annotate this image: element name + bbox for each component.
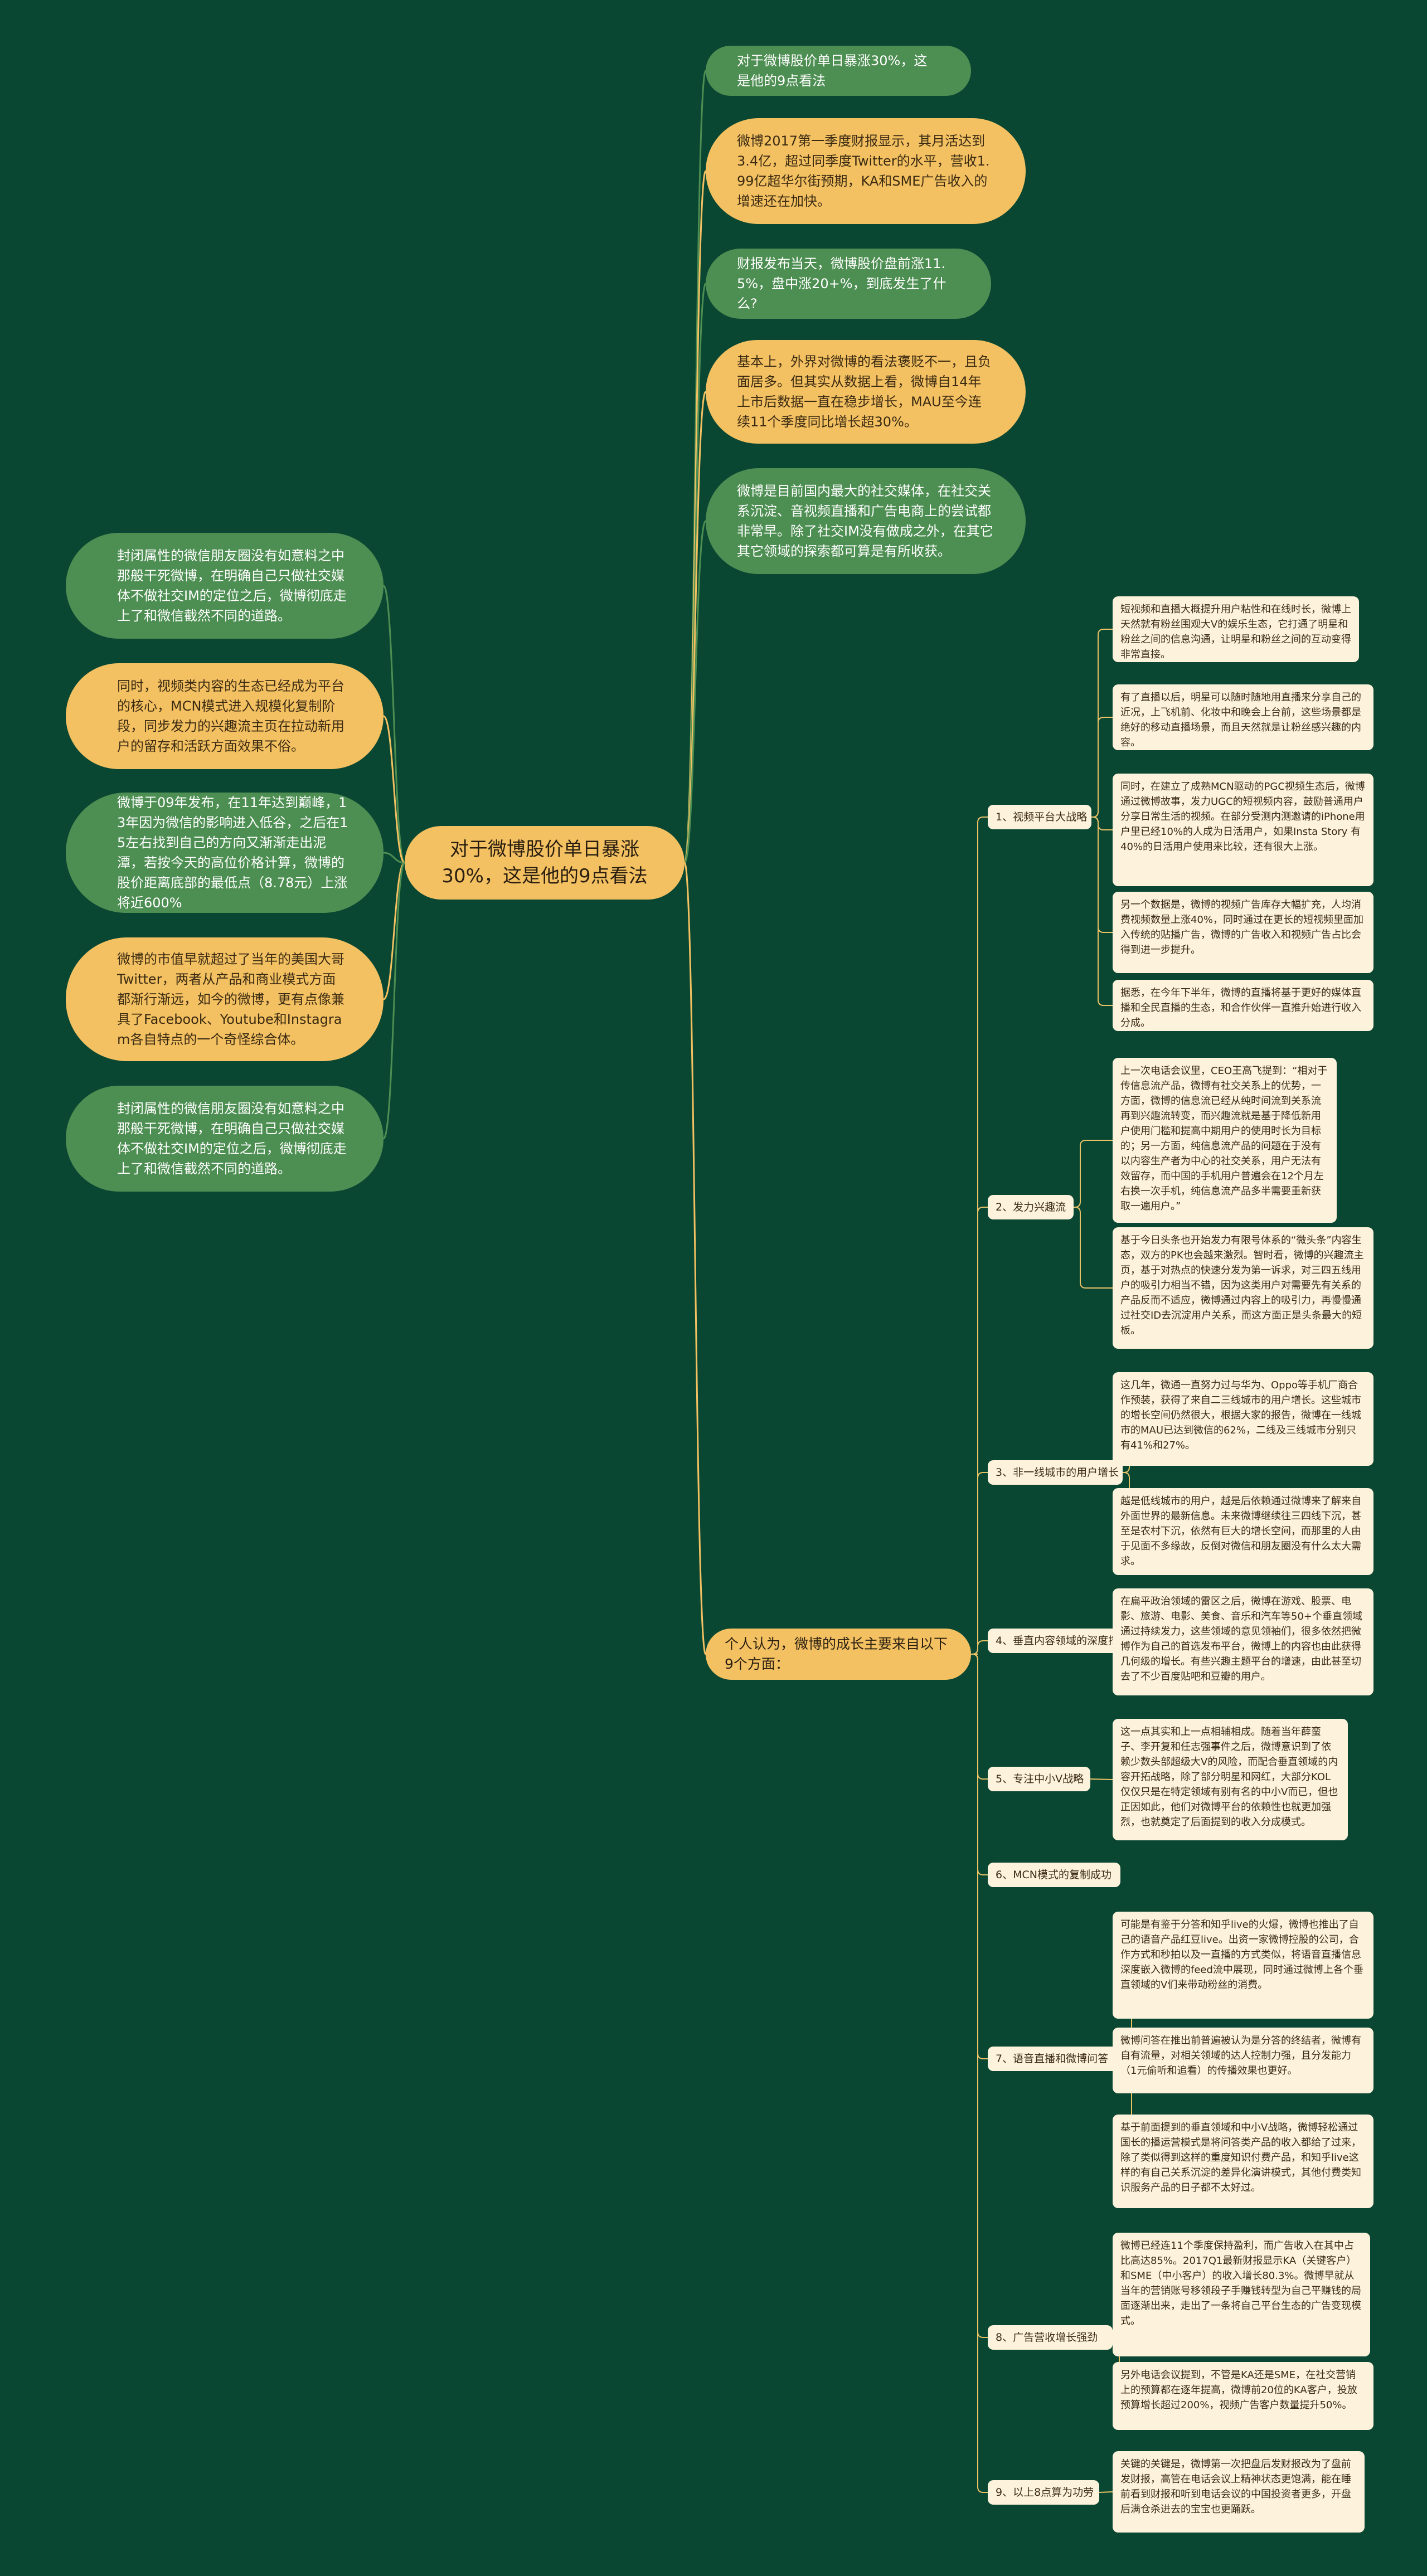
- branch-node-text: 封闭属性的微信朋友圈没有如意料之中那般干死微博，在明确自己只做社交媒体不做社交I…: [117, 548, 347, 624]
- growth-factor-category[interactable]: 2、发力兴趣流: [988, 1195, 1074, 1219]
- category-connector: [971, 1207, 988, 1655]
- growth-factor-detail: 这几年，微通一直努力过与华为、Oppo等手机厂商合作预装，获得了来自二三线城市的…: [1113, 1372, 1373, 1466]
- branch-node[interactable]: 同时，视频类内容的生态已经成为平台的核心，MCN模式进入规模化复制阶段，同步发力…: [66, 663, 384, 769]
- growth-factor-detail: 短视频和直播大概提升用户粘性和在线时长，微博上天然就有粉丝围观大V的娱乐生态，它…: [1113, 596, 1359, 662]
- category-connector: [971, 1654, 988, 2059]
- branch-node-text: 同时，视频类内容的生态已经成为平台的核心，MCN模式进入规模化复制阶段，同步发力…: [117, 678, 344, 754]
- central-topic[interactable]: 对于微博股价单日暴涨30%，这是他的9点看法: [405, 826, 685, 900]
- branch-node-text: 基本上，外界对微博的看法褒贬不一，且负面居多。但其实从数据上看，微博自14年上市…: [737, 354, 991, 430]
- branch-connector: [683, 862, 707, 1655]
- growth-factor-detail: 关键的关键是，微博第一次把盘后发财报改为了盘前发财报，高管在电话会议上精神状态更…: [1113, 2451, 1365, 2533]
- detail-connector: [1091, 816, 1113, 830]
- category-connector: [971, 1654, 988, 1875]
- growth-factor-detail: 越是低线城市的用户，越是后依赖通过微博来了解来自外面世界的最新信息。未来微博继续…: [1113, 1488, 1373, 1575]
- growth-factor-category[interactable]: 7、语音直播和微博问答: [988, 2047, 1125, 2071]
- branch-connector: [683, 283, 707, 864]
- branch-connector: [383, 852, 405, 864]
- branch-node-text: 对于微博股价单日暴涨30%，这是他的9点看法: [737, 53, 928, 89]
- branch-connector: [683, 170, 707, 864]
- growth-factor-detail: 另一个数据是，微博的视频广告库存大幅扩充，人均消费视频数量上涨40%，同时通过在…: [1113, 892, 1373, 973]
- branch-node[interactable]: 财报发布当天，微博股价盘前涨11.5%，盘中涨20+%，到底发生了什么?: [706, 249, 991, 319]
- growth-factor-detail: 上一次电话会议里，CEO王高飞提到：“相对于传信息流产品，微博有社交关系上的优势…: [1113, 1058, 1337, 1223]
- growth-factor-category[interactable]: 4、垂直内容领域的深度挖掘: [988, 1629, 1136, 1653]
- branch-node-text: 封闭属性的微信朋友圈没有如意料之中那般干死微博，在明确自己只做社交媒体不做社交I…: [117, 1101, 347, 1177]
- category-connector: [971, 1640, 988, 1655]
- growth-factor-detail: 有了直播以后，明星可以随时随地用直播来分享自己的近况，上飞机前、化妆中和晚会上台…: [1113, 684, 1373, 750]
- category-connector: [971, 1654, 988, 2493]
- growth-factor-detail: 同时，在建立了成熟MCN驱动的PGC视频生态后，微博通过微博故事，发力UGC的短…: [1113, 774, 1373, 886]
- growth-factor-category[interactable]: 3、非一线城市的用户增长: [988, 1460, 1123, 1485]
- growth-factor-category[interactable]: 8、广告营收增长强劲: [988, 2325, 1113, 2350]
- branch-node[interactable]: 微博是目前国内最大的社交媒体，在社交关系沉淀、音视频直播和广告电商上的尝试都非常…: [706, 468, 1026, 574]
- branch-node-text: 财报发布当天，微博股价盘前涨11.5%，盘中涨20+%，到底发生了什么?: [737, 256, 947, 312]
- detail-connector: [1074, 1207, 1113, 1289]
- branch-node[interactable]: 微博于09年发布，在11年达到巅峰，13年因为微信的影响进入低谷，之后在15左右…: [66, 793, 384, 913]
- growth-factor-detail: 另外电话会议提到，不管是KA还是SME，在社交营销上的预算都在逐年提高，微博前2…: [1113, 2362, 1373, 2430]
- branch-node[interactable]: 封闭属性的微信朋友圈没有如意料之中那般干死微博，在明确自己只做社交媒体不做社交I…: [66, 533, 384, 639]
- branch-node[interactable]: 对于微博股价单日暴涨30%，这是他的9点看法: [706, 46, 971, 96]
- growth-factor-detail: 基于今日头条也开始发力有限号体系的“微头条”内容生态，双方的PK也会越来激烈。智…: [1113, 1227, 1373, 1349]
- detail-connector: [1091, 629, 1113, 818]
- growth-factor-detail: 这一点其实和上一点相辅相成。随着当年薛蛮子、李开复和任志强事件之后，微博意识到了…: [1113, 1719, 1348, 1840]
- growth-factor-category[interactable]: 6、MCN模式的复制成功: [988, 1863, 1120, 1887]
- category-connector: [971, 816, 988, 1655]
- growth-factor-detail: 微博问答在推出前普遍被认为是分答的终结者，微博有自有流量，对相关领域的达人控制力…: [1113, 2028, 1373, 2093]
- branch-node[interactable]: 微博2017第一季度财报显示，其月活达到3.4亿，超过同季度Twitter的水平…: [706, 118, 1026, 224]
- branch-connector: [382, 715, 406, 864]
- growth-factor-detail: 可能是有鉴于分答和知乎live的火爆，微博也推出了自己的语音产品红豆live。出…: [1113, 1912, 1373, 2019]
- detail-connector: [1090, 1778, 1113, 1780]
- growth-factor-detail: 基于前面提到的垂直领域和中小V战略，微博轻松通过国长的播运营模式是将问答类产品的…: [1113, 2115, 1373, 2208]
- branch-connector: [382, 862, 406, 1140]
- branch-node[interactable]: 微博的市值早就超过了当年的美国大哥Twitter，两者从产品和商业模式方面都渐行…: [66, 937, 384, 1061]
- detail-connector: [1074, 1140, 1113, 1208]
- growth-factor-category[interactable]: 1、视频平台大战略: [988, 805, 1091, 829]
- growth-factors-topic[interactable]: 个人认为，微博的成长主要来自以下9个方面：: [706, 1629, 971, 1680]
- branch-node-text: 微博于09年发布，在11年达到巅峰，13年因为微信的影响进入低谷，之后在15左右…: [117, 795, 348, 911]
- growth-factor-detail: 在扁平政治领域的雷区之后，微博在游戏、股票、电影、旅游、电影、美食、音乐和汽车等…: [1113, 1588, 1373, 1695]
- branch-connector: [683, 520, 707, 864]
- branch-node-text: 微博的市值早就超过了当年的美国大哥Twitter，两者从产品和商业模式方面都渐行…: [117, 951, 344, 1047]
- branch-node[interactable]: 基本上，外界对微博的看法褒贬不一，且负面居多。但其实从数据上看，微博自14年上市…: [706, 340, 1026, 444]
- category-connector: [971, 1654, 988, 2338]
- category-connector: [971, 1472, 988, 1655]
- branch-node-text: 微博是目前国内最大的社交媒体，在社交关系沉淀、音视频直播和广告电商上的尝试都非常…: [737, 483, 993, 559]
- growth-factor-category[interactable]: 9、以上8点算为功劳: [988, 2480, 1099, 2505]
- branch-connector: [382, 585, 406, 864]
- growth-factor-category[interactable]: 5、专注中小V战略: [988, 1767, 1090, 1791]
- growth-factor-detail: 据悉，在今年下半年，微博的直播将基于更好的媒体直播和全民直播的生态，和合作伙伴一…: [1113, 980, 1373, 1031]
- branch-node[interactable]: 封闭属性的微信朋友圈没有如意料之中那般干死微博，在明确自己只做社交媒体不做社交I…: [66, 1086, 384, 1192]
- detail-connector: [1091, 816, 1113, 933]
- branch-connector: [382, 862, 406, 1000]
- category-connector: [971, 1654, 988, 1780]
- branch-node-text: 微博2017第一季度财报显示，其月活达到3.4亿，超过同季度Twitter的水平…: [737, 133, 990, 209]
- detail-connector: [1091, 816, 1113, 1006]
- detail-connector: [1091, 717, 1113, 818]
- growth-factor-detail: 微博已经连11个季度保持盈利，而广告收入在其中占比高达85%。2017Q1最新财…: [1113, 2233, 1370, 2356]
